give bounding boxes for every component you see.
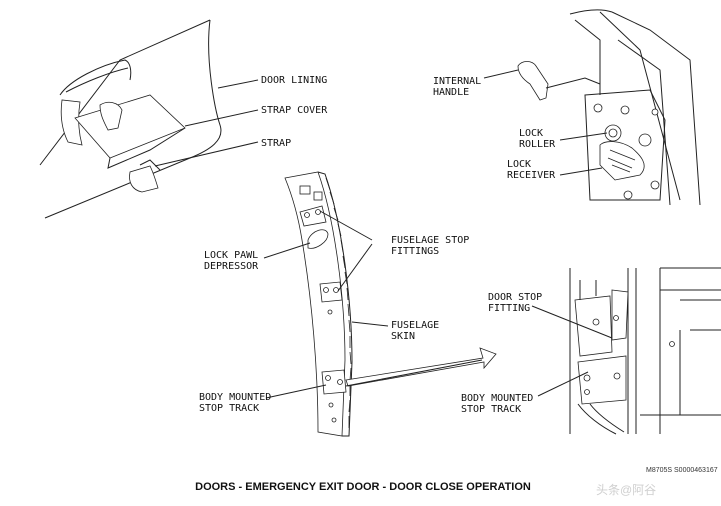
watermark-text: 头条@阿谷 [596,483,656,497]
internal-handle-label-line2: HANDLE [433,87,469,98]
figure-code: M8705S S0000463167 [646,467,718,474]
fuselage-stop-fittings-leader-upper [319,210,373,241]
lock-mechanism-drawing [517,9,701,206]
door-lining-leader [217,79,259,89]
strap-cover-leader [184,109,259,127]
fuselage-stop-fittings-label-line1: FUSELAGE STOP [391,235,469,246]
lock-receiver-label-line1: LOCK [507,159,531,170]
lock-pawl-depressor-leader [263,242,311,259]
door-stop-fitting-leader [531,305,613,339]
lock-roller-label-line1: LOCK [519,128,543,139]
lock-pawl-depressor-label-line1: LOCK PAWL [204,250,258,261]
body-stop-track-right-label-line2: STOP TRACK [461,404,521,415]
lock-receiver-leader [559,167,603,176]
body-stop-track-left-leader [265,384,327,399]
fuselage-skin-label-line2: SKIN [391,331,415,342]
strap-leader [154,141,259,167]
fuselage-stop-fittings-leader-lower [337,243,373,292]
fuselage-frame-drawing [284,171,353,437]
internal-handle-label-line1: INTERNAL [433,76,481,87]
internal-handle-leader [483,69,519,79]
door-lining-label: DOOR LINING [261,75,327,86]
lock-roller-label-line2: ROLLER [519,139,556,150]
strap-label: STRAP [261,138,291,149]
stop-fitting-detail-drawing [569,267,721,435]
door-stop-fitting-label-line2: FITTING [488,303,530,314]
lock-roller-leader [559,132,608,141]
body-stop-track-right-label-line1: BODY MOUNTED [461,393,533,404]
lock-receiver-label-line2: RECEIVER [507,170,556,181]
lock-pawl-depressor-label-line2: DEPRESSOR [204,261,259,272]
fuselage-skin-leader [351,321,389,327]
body-stop-track-left-label-line1: BODY MOUNTED [199,392,271,403]
body-stop-track-right-leader [537,371,589,397]
body-stop-track-left-label-line2: STOP TRACK [199,403,259,414]
figure-caption: DOORS - EMERGENCY EXIT DOOR - DOOR CLOSE… [195,481,531,493]
fuselage-skin-label-line1: FUSELAGE [391,320,439,331]
strap-cover-label: STRAP COVER [261,105,328,116]
fuselage-stop-fittings-label-line2: FITTINGS [391,246,439,257]
door-stop-fitting-label-line1: DOOR STOP [488,292,542,303]
strap-assembly-drawing [39,19,222,219]
detail-callout-arrow [345,347,497,387]
